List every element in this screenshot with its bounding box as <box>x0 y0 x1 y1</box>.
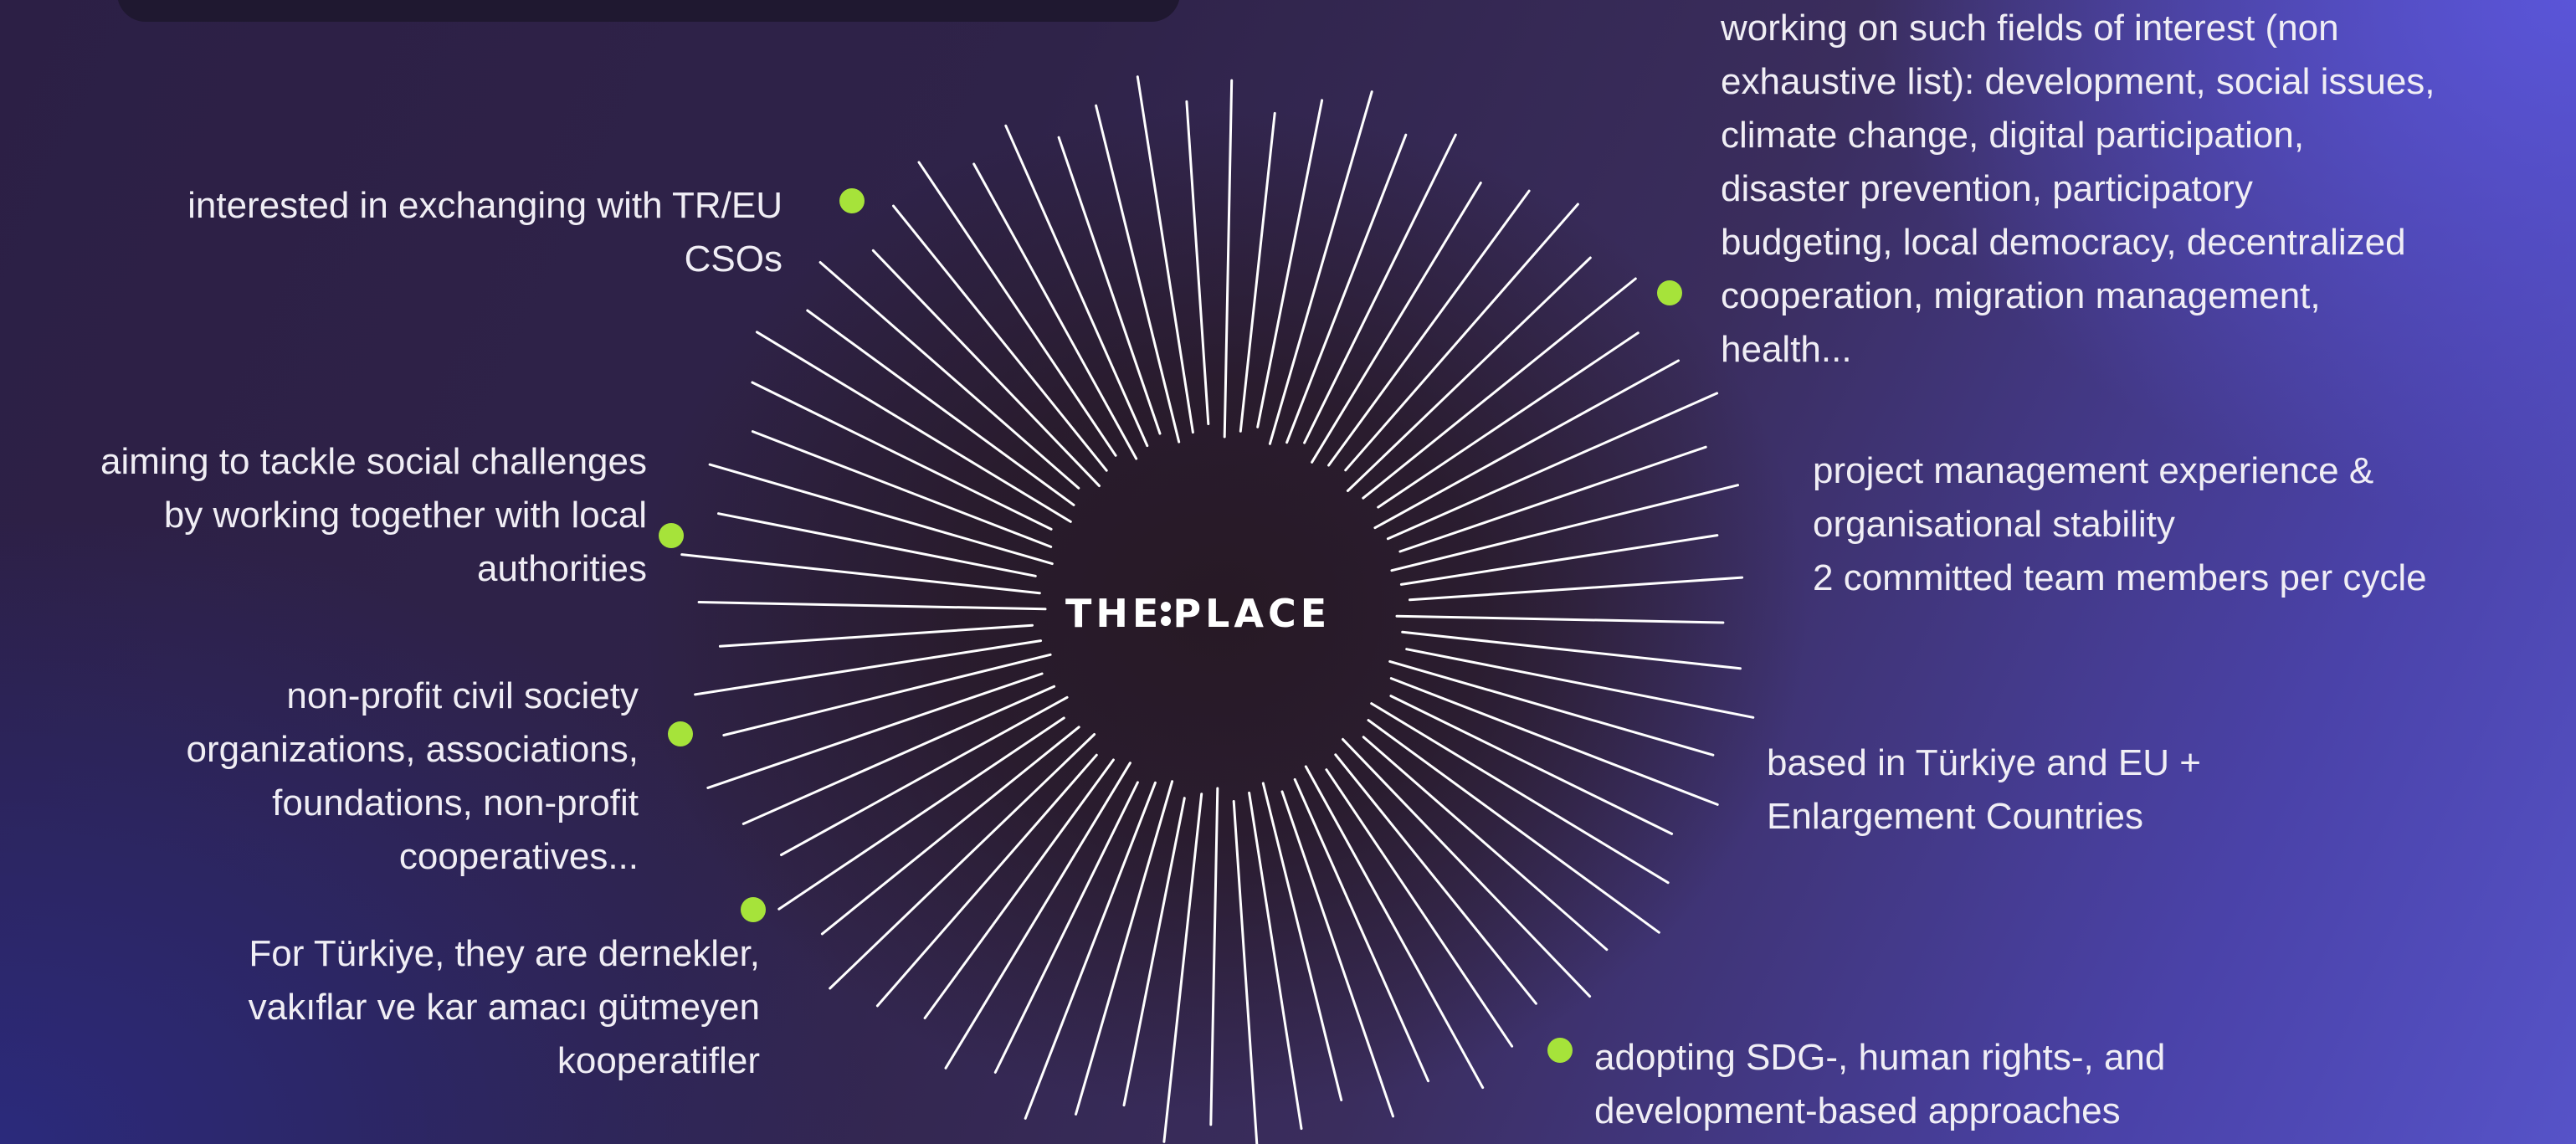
starburst-ray <box>1395 614 1725 624</box>
starburst-ray <box>1346 256 1592 492</box>
starburst-ray <box>1057 136 1162 435</box>
logo-text-place: PLACE <box>1173 591 1332 636</box>
starburst-ray <box>1325 768 1514 1048</box>
starburst-ray <box>1362 736 1609 952</box>
starburst-ray <box>1223 79 1234 439</box>
starburst-ray <box>818 261 1080 490</box>
bullet-dot <box>1657 280 1682 305</box>
starburst-ray <box>1398 445 1707 553</box>
starburst-ray <box>1370 702 1670 885</box>
bullet-dot <box>659 523 684 548</box>
starburst-ray <box>1327 189 1531 467</box>
starburst-ray <box>806 309 1075 506</box>
starburst-ray <box>708 463 1054 566</box>
starburst-ray <box>923 758 1115 1019</box>
starburst-ray <box>1388 659 1715 757</box>
starburst-ray <box>1268 90 1373 445</box>
starburst-ray <box>972 162 1138 460</box>
starburst-ray <box>780 695 1069 856</box>
starburst-ray <box>871 249 1101 488</box>
criterion-social-challenges: aiming to tackle social challenges by wo… <box>100 441 647 589</box>
bullet-dot <box>741 897 766 922</box>
logo-text-the: THE <box>1065 591 1163 636</box>
starburst-ray <box>706 672 1044 789</box>
starburst-ray <box>1373 359 1680 530</box>
starburst-ray <box>1401 630 1742 670</box>
starburst-ray <box>1280 790 1394 1118</box>
starburst-ray <box>1390 484 1739 572</box>
criterion-project-management: project management experience & organisa… <box>1813 450 2427 598</box>
starburst-ray <box>1024 781 1157 1120</box>
starburst-ray <box>1256 99 1324 428</box>
starburst-ray <box>1136 75 1194 434</box>
starburst-ray <box>1386 392 1719 541</box>
criterion-based-location: based in Türkiye and EU + Enlargement Co… <box>1767 742 2201 837</box>
starburst-ray <box>944 762 1131 1070</box>
starburst-ray <box>1344 203 1579 472</box>
criterion-tr-eu-exchange: interested in exchanging with TR/EU CSOs <box>187 185 783 280</box>
starburst-ray <box>1362 277 1637 500</box>
starburst-ray <box>1232 800 1259 1144</box>
starburst-ray <box>875 753 1098 1008</box>
bullet-dot <box>668 721 693 746</box>
starburst-ray <box>993 781 1139 1074</box>
starburst-ray <box>1303 133 1457 444</box>
top-panel-edge <box>117 0 1180 22</box>
starburst-ray <box>1075 780 1174 1116</box>
starburst-ray <box>777 716 1065 911</box>
bullet-dot <box>1547 1038 1573 1063</box>
starburst-ray <box>722 653 1052 736</box>
starburst-ray <box>680 553 1041 595</box>
starburst-ray <box>1389 677 1719 806</box>
starburst-ray <box>1239 111 1276 433</box>
starburst-ray <box>1367 719 1660 934</box>
starburst-ray <box>1304 765 1485 1090</box>
bullet-dots <box>659 188 1682 1063</box>
starburst-ray <box>892 204 1108 472</box>
starburst-rays <box>680 75 1755 1144</box>
criterion-fields-of-interest: working on such fields of interest (non … <box>1721 8 2435 370</box>
bullet-dot <box>839 188 865 213</box>
starburst-ray <box>1185 100 1210 425</box>
starburst-ray <box>1334 753 1537 1005</box>
starburst-ray <box>1285 133 1408 444</box>
starburst-ray <box>694 639 1043 696</box>
starburst-ray <box>741 685 1056 825</box>
starburst-ray <box>1409 576 1744 602</box>
starburst-ray <box>917 161 1117 457</box>
starburst-ray <box>1377 331 1640 509</box>
logo-colon-icon <box>1161 601 1172 626</box>
starburst-ray <box>1004 124 1149 448</box>
starburst-ray <box>751 381 1053 531</box>
starburst-ray <box>1248 791 1303 1131</box>
starburst-ray <box>1389 695 1674 835</box>
starburst-ray <box>697 601 1047 611</box>
starburst-ray <box>1209 787 1219 1126</box>
the-place-logo: THE PLACE <box>1065 588 1367 639</box>
criterion-non-profit-orgs: non-profit civil society organizations, … <box>186 675 639 877</box>
starburst-ray <box>820 726 1080 936</box>
criterion-approaches: adopting SDG-, human rights-, and develo… <box>1594 1037 2166 1131</box>
starburst-ray <box>1399 534 1719 586</box>
starburst-ray <box>1122 797 1186 1107</box>
starburst-ray <box>1293 777 1429 1083</box>
starburst-ray <box>1311 182 1482 464</box>
starburst-ray <box>1095 104 1181 444</box>
starburst-ray <box>1162 793 1203 1143</box>
starburst-ray <box>755 331 1072 523</box>
starburst-ray <box>718 623 1034 648</box>
criterion-turkiye-definition: For Türkiye, they are dernekler, vakıfla… <box>248 933 760 1081</box>
starburst-ray <box>1342 737 1592 998</box>
starburst-ray <box>829 733 1096 990</box>
starburst-ray <box>1261 782 1343 1101</box>
starburst-ray <box>1405 648 1755 719</box>
starburst-ray <box>751 430 1053 548</box>
starburst-ray <box>717 512 1037 577</box>
